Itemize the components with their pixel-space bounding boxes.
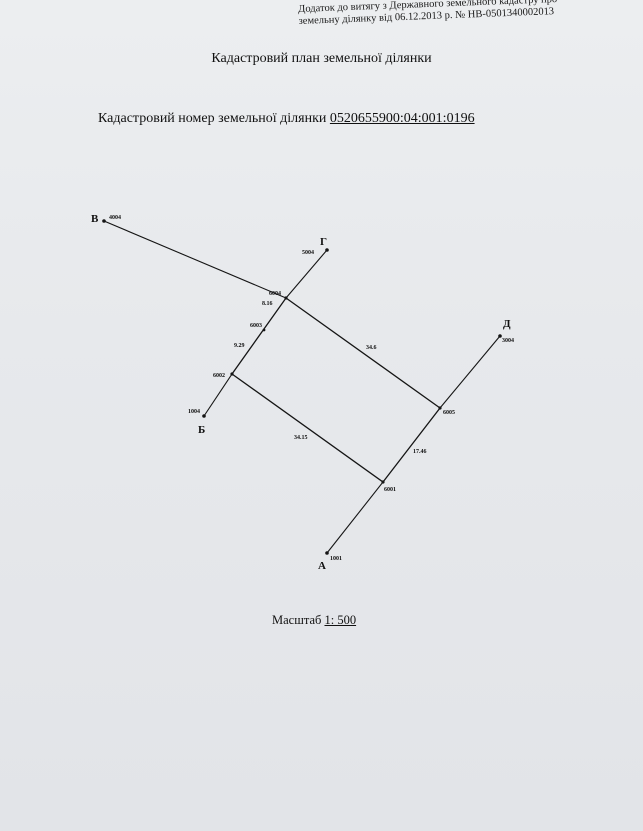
line-6005-to-d bbox=[439, 335, 501, 409]
point-1004-marker bbox=[202, 414, 206, 418]
length-label-6003-6002: 9.29 bbox=[234, 343, 245, 349]
scale-value: 1: 500 bbox=[324, 613, 357, 627]
point-id-5004: 5004 bbox=[302, 250, 314, 256]
point-4004-marker bbox=[102, 219, 106, 223]
point-id-6005: 6005 bbox=[443, 410, 455, 416]
point-6003-marker bbox=[262, 328, 266, 332]
point-3004-marker bbox=[498, 334, 502, 338]
point-id-6003: 6003 bbox=[250, 323, 262, 329]
point-id-3004: 3004 bbox=[502, 338, 514, 344]
length-label-6004-6003: 8.16 bbox=[262, 301, 273, 307]
point-id-1004: 1004 bbox=[188, 409, 200, 415]
point-id-1001: 1001 bbox=[330, 556, 342, 562]
point-1001-marker bbox=[325, 551, 329, 555]
corner-letter-b: Б bbox=[198, 424, 205, 436]
plot-boundary bbox=[231, 297, 441, 483]
line-b-to-6002 bbox=[203, 373, 233, 417]
page-title: Кадастровий план земельної ділянки bbox=[211, 51, 432, 66]
point-6004-marker bbox=[284, 296, 288, 300]
scale-label: Масштаб bbox=[272, 613, 322, 627]
cadastral-number: 0520655900:04:001:0196 bbox=[329, 111, 475, 126]
point-6005-marker bbox=[438, 406, 442, 410]
point-6002-marker bbox=[230, 372, 234, 376]
corner-letter-g: Г bbox=[320, 236, 327, 248]
cadastral-label: Кадастровий номер земельної ділянки bbox=[98, 111, 327, 126]
line-v-to-6004 bbox=[103, 220, 287, 299]
scale-line: Масштаб 1: 500 bbox=[272, 613, 356, 628]
length-label-6002-6001: 34.15 bbox=[294, 435, 308, 441]
line-6004-to-g bbox=[285, 249, 328, 299]
corner-letter-d: Д bbox=[503, 318, 511, 330]
point-6001-marker bbox=[381, 480, 385, 484]
corner-letter-a: А bbox=[318, 560, 326, 572]
point-id-6002: 6002 bbox=[213, 373, 225, 379]
point-id-4004: 4004 bbox=[109, 215, 121, 221]
point-5004-marker bbox=[325, 248, 329, 252]
corner-letter-v: В bbox=[91, 213, 99, 225]
line-a-to-6001 bbox=[326, 481, 384, 554]
cadastral-number-line: Кадастровий номер земельної ділянки 0520… bbox=[98, 111, 475, 127]
length-label-6004-6005: 34.6 bbox=[366, 345, 377, 351]
length-label-6005-6001: 17.46 bbox=[413, 449, 427, 455]
point-id-6004: 6004 bbox=[269, 291, 281, 297]
point-id-6001: 6001 bbox=[384, 487, 396, 493]
